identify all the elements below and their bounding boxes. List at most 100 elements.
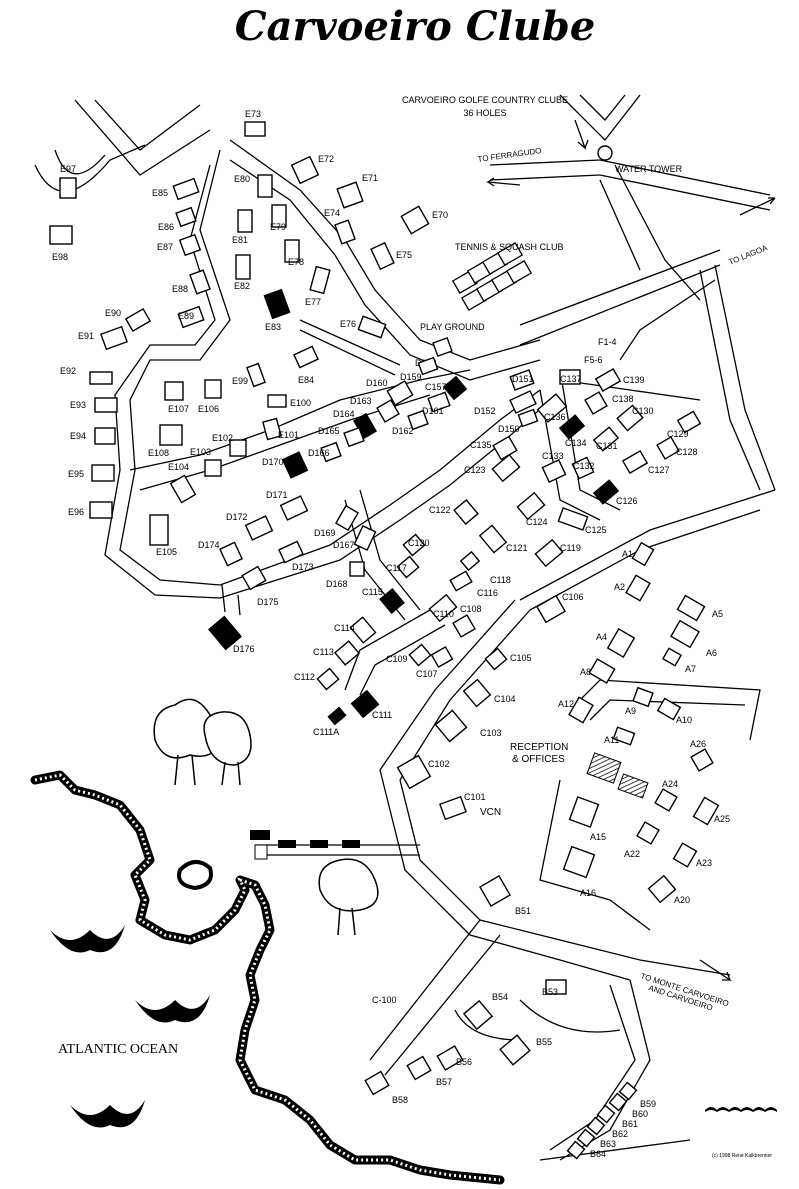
building-a10: A10: [656, 697, 692, 725]
building-shape: [654, 788, 678, 812]
building-shape: [177, 305, 205, 329]
building-d161: D161: [422, 391, 451, 416]
building-shape: [263, 288, 291, 320]
building-shape: [204, 379, 222, 399]
building-code-label: C116: [477, 588, 498, 598]
building-shape: [661, 647, 683, 667]
building-code-label: E73: [245, 109, 261, 119]
building-code-label: C125: [585, 525, 607, 535]
offices-building: [617, 773, 649, 799]
building-code-label: C114: [334, 623, 355, 633]
map-title: Carvoeiro Clube: [235, 3, 596, 50]
building-d152: D152: [474, 390, 537, 416]
building-code-label: E70: [432, 210, 448, 220]
building-code-label: A8: [580, 667, 591, 677]
building-e78: E78: [284, 239, 304, 267]
building-shape: [690, 748, 714, 772]
building-b62: B62: [586, 1116, 628, 1139]
building-code-label: E79: [270, 222, 286, 232]
f14-label: F1-4: [598, 337, 617, 347]
building-code-label: E92: [60, 366, 76, 376]
building-shape: [484, 647, 508, 671]
wave-icons: [50, 925, 777, 1128]
building-code-label: E87: [157, 242, 173, 252]
building-shape: [353, 525, 377, 551]
building-e103: E103: [190, 447, 222, 477]
building-shape: [462, 999, 494, 1031]
building-code-label: C118: [490, 575, 511, 585]
building-code-label: A2: [614, 582, 625, 592]
building-e98: E98: [49, 225, 73, 262]
building-c117: C117: [386, 555, 420, 579]
building-c111a: C111A: [313, 706, 347, 737]
building-code-label: E84: [298, 375, 314, 385]
building-code-label: E95: [68, 469, 84, 479]
building-shape: [427, 391, 451, 413]
building-shape: [336, 181, 364, 209]
building-shape: [262, 417, 282, 441]
building-code-label: C103: [480, 728, 502, 738]
building-a2: A2: [614, 574, 651, 602]
building-shape: [386, 380, 414, 406]
building-shape: [636, 821, 660, 845]
building-shape: [449, 570, 473, 592]
building-shape: [149, 514, 169, 546]
building-shape: [592, 479, 620, 505]
building-shape: [434, 709, 468, 743]
building-code-label: E97: [60, 164, 76, 174]
building-code-label: C128: [676, 447, 698, 457]
building-e96: E96: [68, 501, 113, 519]
building-shape: [169, 474, 197, 504]
building-shape: [568, 696, 594, 724]
building-code-label: B57: [436, 1077, 452, 1087]
building-b53: B53: [542, 979, 567, 997]
ferragudo-label: TO FERRAGUDO: [477, 146, 542, 164]
building-shape: [478, 524, 508, 554]
building-code-label: D160: [366, 378, 388, 388]
building-shape: [333, 640, 361, 666]
building-shape: [625, 574, 651, 602]
building-shape: [408, 643, 432, 667]
building-e90: E90: [105, 307, 152, 333]
building-d167: D167: [333, 525, 377, 551]
building-e82: E82: [234, 254, 251, 291]
building-shape: [442, 375, 468, 401]
tennis-courts: [451, 242, 533, 311]
building-c111: C111: [350, 689, 392, 720]
building-code-label: C126: [616, 496, 638, 506]
building-c106: C106: [536, 592, 584, 624]
building-shape: [334, 504, 360, 532]
building-code-label: C131: [596, 441, 618, 451]
building-e84: E84: [293, 345, 319, 385]
building-shape: [94, 397, 118, 413]
copyright-label: (c) 1998 René Kalkbrenner: [712, 1153, 772, 1159]
building-a9: A9: [625, 686, 654, 716]
building-shape: [692, 796, 720, 826]
building-c136: C136: [536, 393, 568, 423]
building-shape: [406, 1055, 432, 1081]
building-code-label: A1: [622, 549, 633, 559]
ocean-label: ATLANTIC OCEAN: [58, 1042, 178, 1057]
building-e92: E92: [60, 366, 113, 385]
building-a6: A6: [670, 619, 717, 658]
building-code-label: D171: [266, 490, 288, 500]
building-shape: [207, 615, 243, 651]
building-c118: C118: [459, 550, 511, 585]
building-d168: D168: [326, 561, 365, 589]
building-shape: [244, 121, 266, 137]
building-code-label: C132: [573, 461, 595, 471]
building-a25: A25: [692, 796, 730, 826]
building-code-label: E96: [68, 507, 84, 517]
building-shape: [632, 686, 654, 708]
building-d150: D150: [498, 408, 539, 434]
direction-arrows: [486, 119, 776, 981]
building-code-label: B63: [600, 1139, 616, 1149]
building-code-label: D151: [512, 374, 534, 384]
building-shape: [576, 1128, 596, 1148]
building-code-label: E106: [198, 404, 219, 414]
building-a12: A12: [558, 696, 594, 724]
building-code-label: C108: [460, 604, 482, 614]
holes-label: 36 HOLES: [463, 108, 506, 118]
building-c102: C102: [396, 754, 450, 790]
building-shape: [89, 371, 113, 385]
